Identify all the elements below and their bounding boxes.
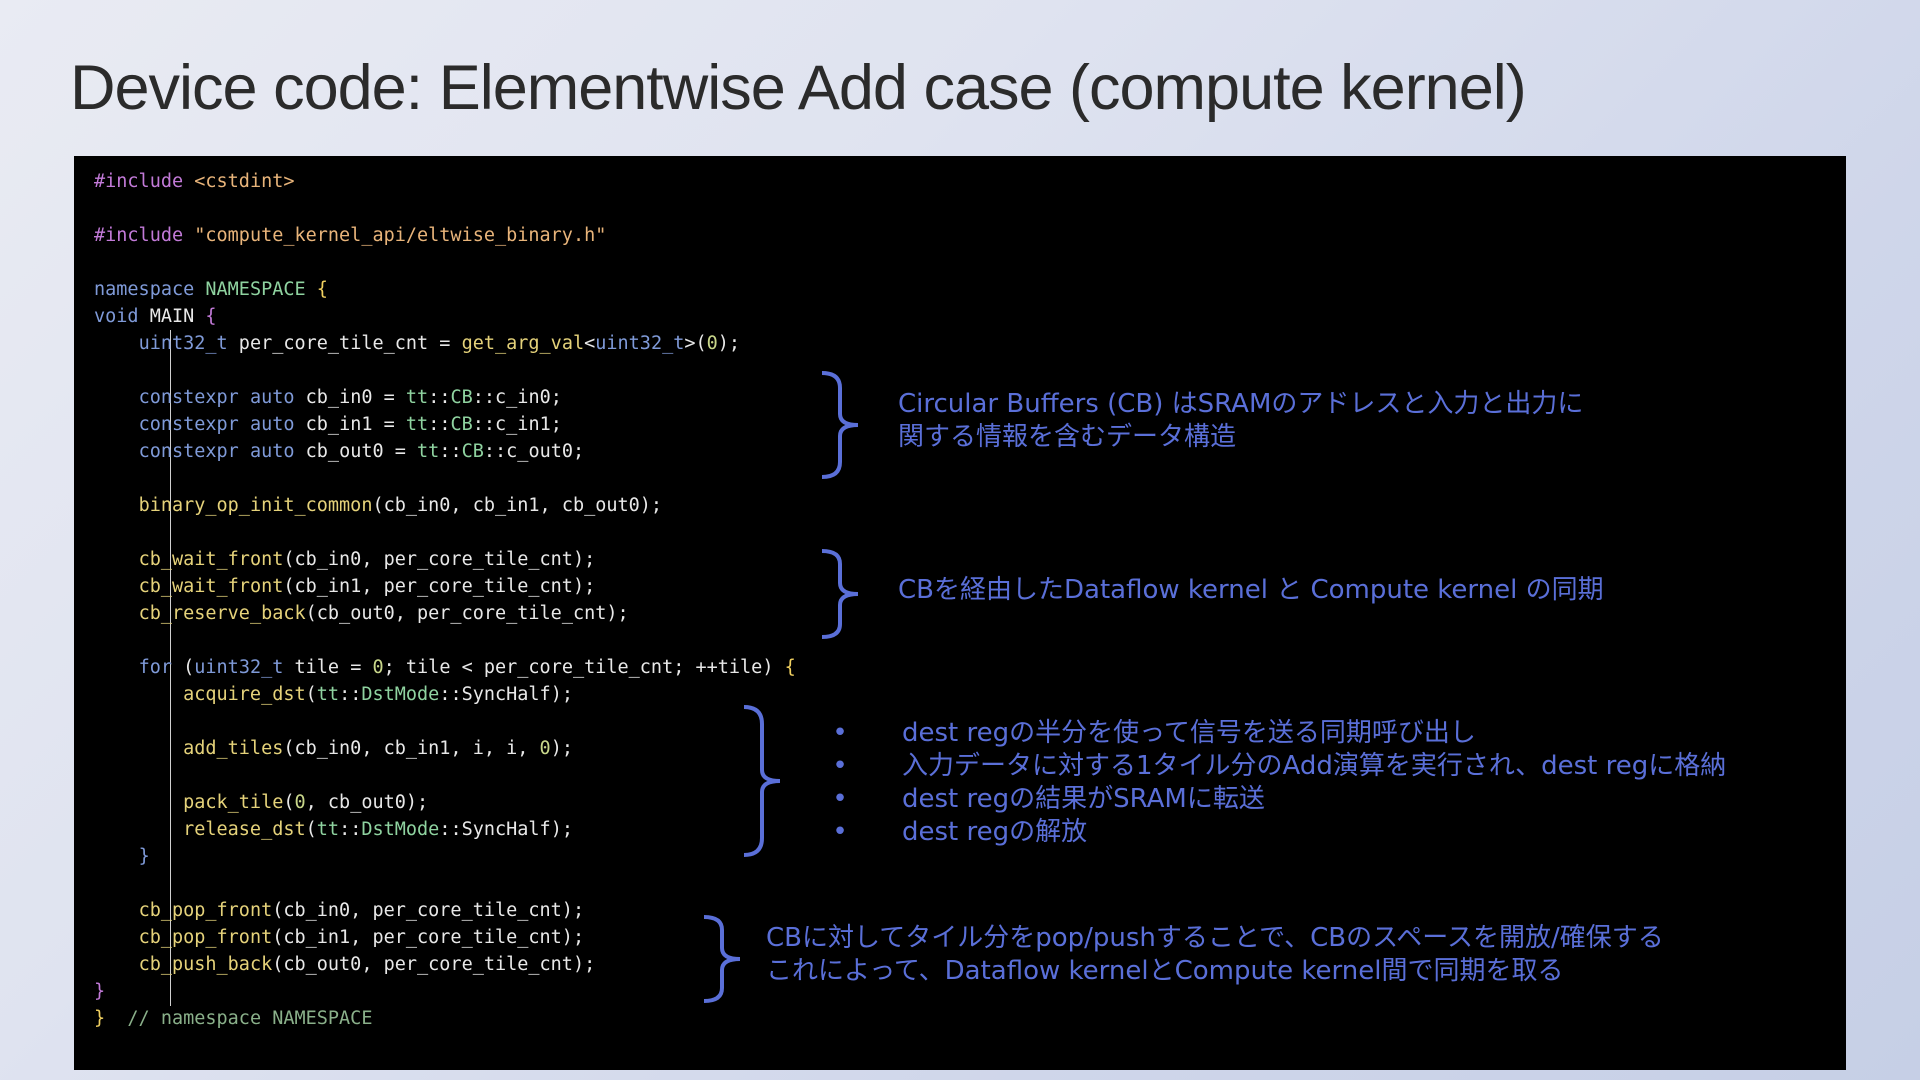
bullet-dot: • xyxy=(832,718,848,748)
code-line: constexpr auto cb_in0 = tt::CB::c_in0; xyxy=(138,387,562,408)
code-line: #include <cstdint> xyxy=(94,171,295,192)
code-line: cb_push_back(cb_out0, per_core_tile_cnt)… xyxy=(138,954,596,975)
brace-loop xyxy=(743,705,781,857)
code-line: } xyxy=(94,981,106,1002)
code-line: uint32_t per_core_tile_cnt = get_arg_val… xyxy=(138,333,741,354)
code-line: acquire_dst(tt::DstMode::SyncHalf); xyxy=(183,684,573,705)
code-line: void MAIN { xyxy=(94,306,217,327)
code-line xyxy=(94,249,796,276)
code-line: constexpr auto cb_out0 = tt::CB::c_out0; xyxy=(138,441,585,462)
code-line xyxy=(94,708,796,735)
code-line: release_dst(tt::DstMode::SyncHalf); xyxy=(183,819,573,840)
code-line: } // namespace NAMESPACE xyxy=(94,1008,373,1029)
code-line xyxy=(94,627,796,654)
brace-cb-definition xyxy=(821,371,859,479)
annotation-pop-push-line2: これによって、Dataflow kernelとCompute kernel間で同… xyxy=(766,956,1564,986)
code-line xyxy=(94,870,796,897)
code-block: #include <cstdint> #include "compute_ker… xyxy=(94,168,796,1032)
bullet-text: 入力データに対する1タイル分のAdd演算を実行され、dest regに格納 xyxy=(902,751,1727,781)
code-line: binary_op_init_common(cb_in0, cb_in1, cb… xyxy=(138,495,663,516)
code-line xyxy=(94,519,796,546)
code-panel: #include <cstdint> #include "compute_ker… xyxy=(74,156,1846,1070)
code-line: cb_reserve_back(cb_out0, per_core_tile_c… xyxy=(138,603,629,624)
slide-title: Device code: Elementwise Add case (compu… xyxy=(70,53,1527,123)
bullet-item: • dest regの結果がSRAMに転送 xyxy=(830,783,1726,816)
code-line: #include "compute_kernel_api/eltwise_bin… xyxy=(94,225,607,246)
bullet-item: • dest regの解放 xyxy=(830,816,1726,849)
code-line: cb_pop_front(cb_in1, per_core_tile_cnt); xyxy=(138,927,585,948)
brace-pop-push xyxy=(703,915,741,1003)
code-line: add_tiles(cb_in0, cb_in1, i, i, 0); xyxy=(183,738,573,759)
bullet-item: • dest regの半分を使って信号を送る同期呼び出し xyxy=(830,717,1726,750)
annotation-pop-push-line1: CBに対してタイル分をpop/pushすることで、CBのスペースを開放/確保する xyxy=(766,923,1664,953)
bullet-item: • 入力データに対する1タイル分のAdd演算を実行され、dest regに格納 xyxy=(830,750,1726,783)
code-line xyxy=(94,195,796,222)
code-line: cb_pop_front(cb_in0, per_core_tile_cnt); xyxy=(138,900,585,921)
annotation-loop: • dest regの半分を使って信号を送る同期呼び出し • 入力データに対する1タ… xyxy=(830,717,1726,849)
annotation-cb-line1: Circular Buffers (CB) はSRAMのアドレスと入力と出力に xyxy=(898,389,1584,419)
code-line: cb_wait_front(cb_in1, per_core_tile_cnt)… xyxy=(138,576,596,597)
indent-guide xyxy=(170,330,171,1006)
loop-bullet-list: • dest regの半分を使って信号を送る同期呼び出し • 入力データに対する1タ… xyxy=(830,717,1726,849)
annotation-cb-definition: Circular Buffers (CB) はSRAMのアドレスと入力と出力に … xyxy=(898,388,1583,454)
annotation-pop-push: CBに対してタイル分をpop/pushすることで、CBのスペースを開放/確保する… xyxy=(766,922,1664,988)
code-line: for (uint32_t tile = 0; tile < per_core_… xyxy=(138,657,796,678)
annotation-sync: CBを経由したDataflow kernel と Compute kernel … xyxy=(898,575,1604,605)
bullet-dot: • xyxy=(832,817,848,847)
bullet-dot: • xyxy=(832,751,848,781)
code-line: } xyxy=(138,846,150,867)
brace-sync xyxy=(821,549,859,639)
annotation-cb-line2: 関する情報を含むデータ構造 xyxy=(898,422,1237,452)
code-line xyxy=(94,762,796,789)
code-line: constexpr auto cb_in1 = tt::CB::c_in1; xyxy=(138,414,562,435)
code-line: cb_wait_front(cb_in0, per_core_tile_cnt)… xyxy=(138,549,596,570)
bullet-text: dest regの結果がSRAMに転送 xyxy=(902,784,1265,814)
bullet-text: dest regの解放 xyxy=(902,817,1088,847)
code-line xyxy=(94,357,796,384)
bullet-text: dest regの半分を使って信号を送る同期呼び出し xyxy=(902,718,1476,748)
code-line: pack_tile(0, cb_out0); xyxy=(183,792,429,813)
bullet-dot: • xyxy=(832,784,848,814)
code-line: namespace NAMESPACE { xyxy=(94,279,328,300)
code-line xyxy=(94,465,796,492)
